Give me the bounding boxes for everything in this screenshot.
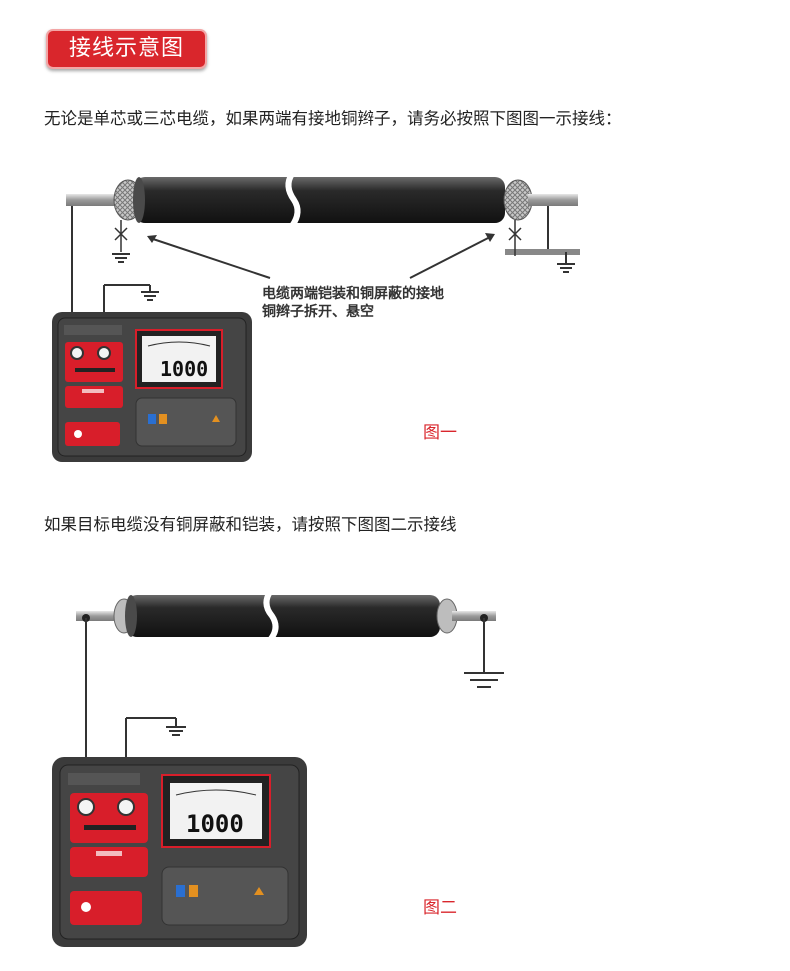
insulation-tester-device: 1000 xyxy=(52,757,307,947)
cable-shield-right xyxy=(503,179,533,221)
lcd-screen xyxy=(142,336,216,382)
instruction-paragraph-2: 如果目标电缆没有铜屏蔽和铠装，请按照下图图二示接线 xyxy=(44,515,457,534)
disconnect-mark-right xyxy=(508,227,522,241)
figure-1-caption: 图一 xyxy=(423,423,457,443)
ground-symbol-cable xyxy=(464,672,504,688)
annotation-line-2: 铜辫子拆开、悬空 xyxy=(262,303,374,320)
cable-core-left xyxy=(76,611,120,621)
cable-break-mark xyxy=(285,172,301,228)
cable-jacket xyxy=(135,177,505,223)
power-button-panel xyxy=(70,891,142,925)
cable-break-mark xyxy=(263,590,279,642)
section-title: 接线示意图 xyxy=(46,29,207,69)
cable-core-right xyxy=(528,194,578,206)
ground-symbol-tester xyxy=(141,291,159,301)
ground-symbol-right-end xyxy=(557,263,575,273)
terminal-line xyxy=(70,346,84,360)
wiring-diagram-1: 电缆两端铠装和铜屏蔽的接地 铜辫子拆开、悬空 1000 xyxy=(52,172,580,462)
figure-2-caption: 图二 xyxy=(423,898,457,918)
cable-jacket xyxy=(127,595,440,637)
cable-core-left xyxy=(66,194,116,206)
insulation-tester-device: 1000 xyxy=(52,312,252,462)
lcd-reading: 1000 xyxy=(160,357,208,381)
terminal-earth xyxy=(97,346,111,360)
cable-core-right xyxy=(452,611,496,621)
lcd-reading: 1000 xyxy=(186,810,244,838)
control-panel xyxy=(161,866,289,926)
terminal-earth xyxy=(117,798,135,816)
disconnect-mark-left xyxy=(114,227,128,241)
arrow-left xyxy=(149,237,271,279)
power-button-panel xyxy=(65,422,120,446)
ground-symbol-tester xyxy=(166,726,186,736)
lcd-screen xyxy=(170,783,262,839)
terminal-line xyxy=(77,798,95,816)
control-panel xyxy=(135,397,237,447)
arrow-right xyxy=(409,235,493,279)
instruction-paragraph-1: 无论是单芯或三芯电缆，如果两端有接地铜辫子，请务必按照下图图一示接线： xyxy=(44,109,622,128)
annotation-line-1: 电缆两端铠装和铜屏蔽的接地 xyxy=(262,285,444,302)
ground-symbol-left-end xyxy=(112,253,130,263)
wiring-diagram-2: 1000 xyxy=(52,590,504,947)
